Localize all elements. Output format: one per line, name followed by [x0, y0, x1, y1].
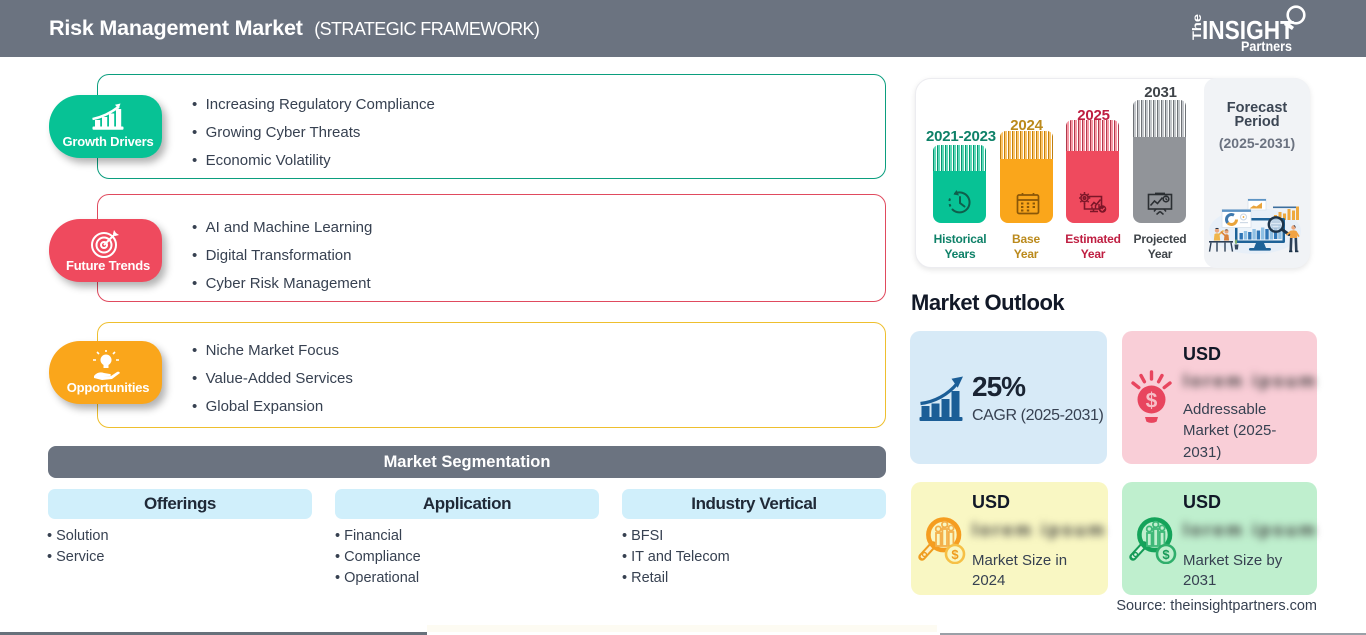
svg-text:$: $	[1146, 390, 1158, 413]
svg-text:The: The	[1190, 14, 1204, 40]
svg-text:$: $	[951, 547, 959, 562]
svg-text:INSIGHT: INSIGHT	[1202, 15, 1294, 45]
svg-text:$: $	[1162, 547, 1170, 562]
svg-text:Partners: Partners	[1241, 38, 1292, 53]
